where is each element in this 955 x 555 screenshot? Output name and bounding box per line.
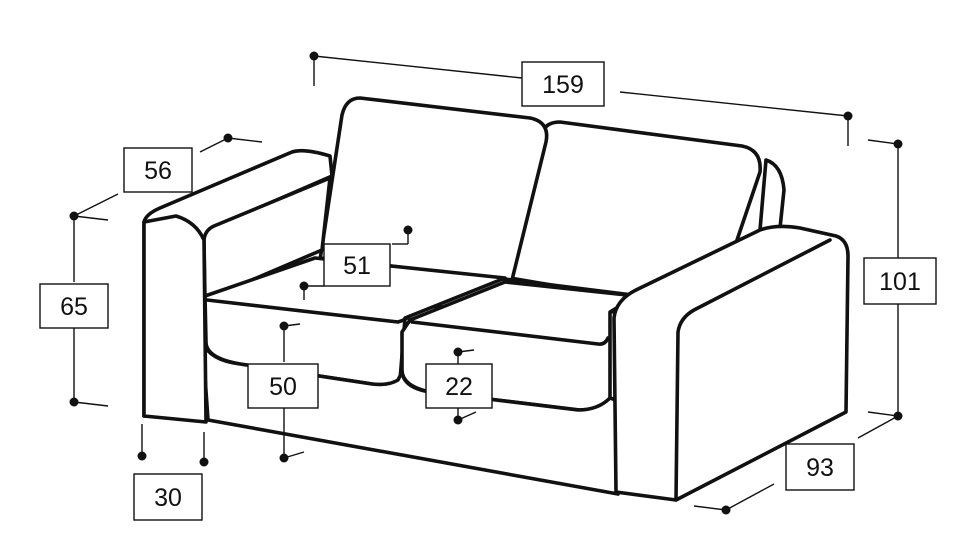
seat-dot-top xyxy=(279,321,289,331)
leg-dot-right xyxy=(199,457,209,467)
width-dot-right xyxy=(843,111,853,121)
label-seat-height: 50 xyxy=(247,363,319,409)
armheight-dot xyxy=(69,397,79,407)
left-armrest-front xyxy=(142,214,208,424)
armdepth-dot-top xyxy=(223,133,233,143)
depth-dot xyxy=(721,505,731,515)
height-dot-top xyxy=(893,139,903,149)
svg-text:101: 101 xyxy=(879,268,921,296)
svg-text:65: 65 xyxy=(60,293,88,321)
dimension-lines xyxy=(69,51,903,515)
depth-ext xyxy=(693,505,727,511)
cushion-dot-bottom xyxy=(453,415,463,425)
back-dot-top xyxy=(403,225,413,235)
depth-dim-bottom xyxy=(725,483,775,511)
svg-text:22: 22 xyxy=(445,373,473,401)
seat-cushion-right-seam xyxy=(410,320,610,346)
svg-text:93: 93 xyxy=(806,454,834,482)
armheight-ext xyxy=(73,401,109,407)
rear-cushion-edge xyxy=(758,158,786,232)
label-armrest-height: 65 xyxy=(39,283,109,329)
height-ext-top xyxy=(867,139,899,145)
width-dim-line-left xyxy=(313,55,523,79)
svg-text:51: 51 xyxy=(343,252,371,280)
back-dot-bottom xyxy=(299,281,309,291)
cushion-dot-top xyxy=(453,347,463,357)
depth-dim-top xyxy=(857,415,899,439)
width-dot-left xyxy=(309,51,319,61)
armdepth-dim-a xyxy=(73,193,119,217)
label-back-cushion-height: 51 xyxy=(323,243,391,287)
svg-text:159: 159 xyxy=(542,71,584,99)
svg-text:56: 56 xyxy=(144,157,172,185)
seat-dot-bottom xyxy=(279,453,289,463)
width-dim-line-right xyxy=(619,91,849,117)
dimension-labels: 159 56 65 51 50 22 101 93 xyxy=(39,61,937,521)
label-total-height: 101 xyxy=(863,257,937,305)
label-total-depth: 93 xyxy=(785,443,855,491)
leg-dot-left xyxy=(137,451,147,461)
right-armrest-edge xyxy=(674,238,832,502)
svg-text:50: 50 xyxy=(269,373,297,401)
armdepth-dim-b xyxy=(199,137,229,153)
armdepth-ext xyxy=(227,137,263,143)
label-total-width: 159 xyxy=(521,61,605,107)
label-seat-cushion-thickness: 22 xyxy=(425,363,493,409)
right-armrest xyxy=(612,224,850,502)
svg-text:30: 30 xyxy=(154,484,182,512)
label-armrest-depth: 56 xyxy=(123,147,193,193)
left-armrest-inner xyxy=(202,176,332,302)
label-leg-height: 30 xyxy=(133,473,203,521)
sofa-illustration xyxy=(142,96,850,502)
armdepth-ext-b xyxy=(73,215,109,221)
seat-cushion-left-seam xyxy=(205,298,412,324)
height-ext-bottom xyxy=(867,411,899,417)
